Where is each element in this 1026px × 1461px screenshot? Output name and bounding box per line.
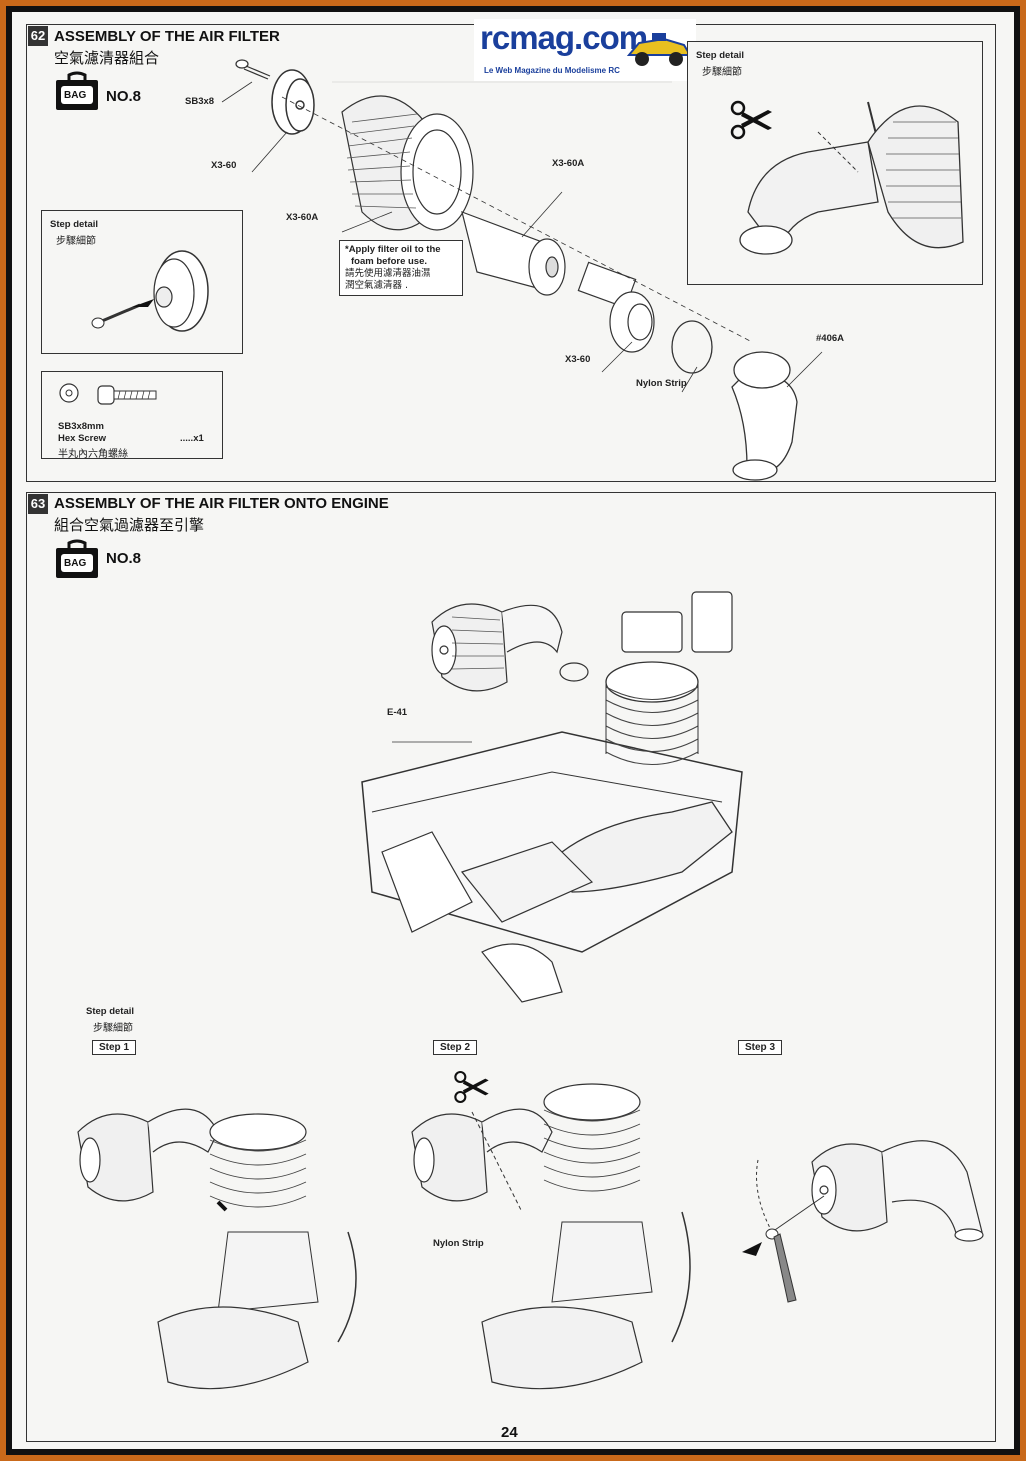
step-detail-63-cn: 步驟細節 xyxy=(93,1023,133,1034)
label-nylon-strip-step2: Nylon Strip xyxy=(433,1238,484,1249)
part-cn-name: 半丸內六角螺絲 xyxy=(58,449,128,460)
label-406a: #406A xyxy=(816,333,844,344)
part-name: SB3x8mm xyxy=(58,421,104,432)
manual-page: 62 ASSEMBLY OF THE AIR FILTER 空氣濾清器組合 BA… xyxy=(12,12,1014,1449)
hex-screw-icon xyxy=(97,385,157,405)
parts-box: SB3x8mm Hex Screw .....x1 半丸內六角螺絲 xyxy=(41,371,223,460)
rc-car-logo-icon xyxy=(626,33,692,66)
section-63-number: 63 xyxy=(28,494,48,514)
section-63 xyxy=(26,492,996,1442)
section-63-title: ASSEMBLY OF THE AIR FILTER ONTO ENGINE xyxy=(54,495,389,512)
section-62-title: ASSEMBLY OF THE AIR FILTER xyxy=(54,28,280,45)
label-nylon-strip: Nylon Strip xyxy=(636,378,687,389)
section-63-subtitle: 組合空氣過濾器至引擎 xyxy=(54,516,205,534)
scissors-icon-step2 xyxy=(454,1070,489,1104)
label-x3-60a-right: X3-60A xyxy=(552,158,585,169)
rcmag-logo: rcmag.com Le Web Magazine du Modelisme R… xyxy=(474,19,696,81)
logo-brand: rcmag.com xyxy=(480,19,648,56)
washer-icon xyxy=(59,383,79,403)
step-detail-left-title: Step detail xyxy=(50,219,99,230)
bag-number-63: NO.8 xyxy=(106,550,142,567)
x3-60-center-cap xyxy=(577,261,655,353)
air-filter-exploded-diagram xyxy=(221,59,823,481)
section-62-subtitle: 空氣濾清器組合 xyxy=(54,49,160,67)
note-cn-1: 請先使用濾清器油濕 xyxy=(345,268,431,279)
step-1-engine-drawing xyxy=(77,1108,357,1390)
part-type: Hex Screw xyxy=(58,433,107,444)
cap-screw-detail-drawing xyxy=(91,250,209,332)
step-2-engine-drawing xyxy=(411,1083,691,1390)
step-detail-63-title: Step detail xyxy=(86,1006,135,1017)
engine-chassis-drawing xyxy=(361,591,743,1003)
label-x3-60-top: X3-60 xyxy=(211,160,237,171)
step-detail-box-right: Step detail 步驟細節 xyxy=(687,41,983,285)
step-3-tag: Step 3 xyxy=(738,1040,783,1055)
note-line-2: foam before use. xyxy=(351,256,428,267)
scissors-icon xyxy=(730,100,772,140)
label-e41: E-41 xyxy=(387,707,408,718)
note-cn-2: 潤空氣濾清器 . xyxy=(345,280,409,291)
elbow-406a xyxy=(731,351,798,481)
step-detail-box-left: Step detail 步驟細節 xyxy=(41,210,243,354)
sb3x8-screw xyxy=(235,59,271,80)
step-detail-right-cn: 步驟細節 xyxy=(702,67,742,78)
step-3-drawing xyxy=(742,1140,984,1303)
elbow-filter-detail-drawing xyxy=(739,101,964,255)
x3-60a-ribbed-filter xyxy=(341,95,474,231)
step-detail-left-cn: 步驟細節 xyxy=(56,236,96,247)
part-qty: .....x1 xyxy=(180,433,204,444)
bag-icon xyxy=(56,71,98,110)
step-1-tag: Step 1 xyxy=(92,1040,137,1055)
x3-60-cap-top xyxy=(271,69,315,135)
label-x3-60-bottom: X3-60 xyxy=(565,354,591,365)
label-x3-60a-left: X3-60A xyxy=(286,212,319,223)
note-line-1: *Apply filter oil to the xyxy=(345,244,441,255)
bag-number: NO.8 xyxy=(106,88,142,105)
bag-icon-text: BAG xyxy=(64,90,87,101)
section-62-number: 62 xyxy=(28,26,48,46)
bag-icon-63-text: BAG xyxy=(64,558,87,569)
nylon-strip-ring xyxy=(671,320,713,374)
page-number: 24 xyxy=(501,1424,518,1441)
air-filter-top xyxy=(431,603,563,692)
filter-oil-note: *Apply filter oil to the foam before use… xyxy=(339,240,463,296)
logo-tagline: Le Web Magazine du Modelisme RC xyxy=(484,66,620,75)
x3-60a-foam xyxy=(461,211,566,296)
label-sb3x8: SB3x8 xyxy=(185,96,215,107)
step-detail-right-title: Step detail xyxy=(696,50,745,61)
step-2-tag: Step 2 xyxy=(433,1040,478,1055)
bag-icon-63 xyxy=(56,539,98,578)
